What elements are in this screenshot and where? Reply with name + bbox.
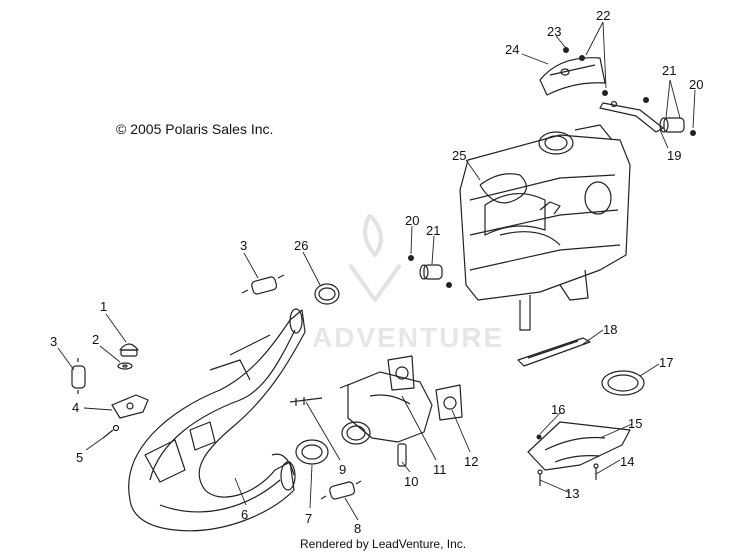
- callout-10: 10: [404, 474, 418, 489]
- callout-18: 18: [603, 322, 617, 337]
- callout-15: 15: [628, 416, 642, 431]
- callout-11: 11: [433, 462, 447, 477]
- copyright-text: © 2005 Polaris Sales Inc.: [116, 121, 274, 137]
- fasteners: [408, 47, 696, 440]
- spring-left: [71, 358, 86, 394]
- plate: [517, 337, 591, 367]
- callout-6: 6: [241, 507, 248, 522]
- muffler: [459, 124, 631, 331]
- leader-lines: [57, 21, 696, 521]
- sensor-rod: [289, 397, 323, 406]
- watermark-logo: [348, 213, 402, 302]
- gasket-7: [295, 439, 329, 465]
- head-pipe: [128, 308, 306, 532]
- callout-9: 9: [339, 462, 346, 477]
- watermark-text: ADVENTURE: [312, 322, 505, 353]
- callout-17: 17: [659, 355, 673, 370]
- gasket-12b: [435, 384, 463, 421]
- callout-8: 8: [354, 521, 361, 536]
- callout-12: 12: [464, 454, 478, 469]
- grommet-left: [419, 264, 443, 280]
- spring-bottom: [320, 480, 362, 500]
- heat-shield: [539, 57, 606, 96]
- callout-20-left: 20: [405, 213, 419, 228]
- gasket-12: [387, 355, 415, 391]
- bracket: [599, 100, 664, 133]
- callout-2: 2: [92, 332, 99, 347]
- grommet-right: [659, 117, 685, 133]
- callout-22: 22: [596, 8, 610, 23]
- bolt: [397, 443, 407, 467]
- callout-labels: 1 2 3 3 4 5 6 7 8 9 10 11 12 13 14 15 16…: [50, 8, 703, 536]
- spring-top: [241, 274, 285, 295]
- callout-25: 25: [452, 148, 466, 163]
- callout-13: 13: [565, 486, 579, 501]
- callout-26: 26: [294, 238, 308, 253]
- callout-19: 19: [667, 148, 681, 163]
- gasket-26: [314, 283, 340, 305]
- callout-3-top: 3: [240, 238, 247, 253]
- callout-5: 5: [76, 450, 83, 465]
- cap: [119, 343, 139, 357]
- washer: [117, 362, 133, 370]
- callout-7: 7: [305, 511, 312, 526]
- callout-14: 14: [620, 454, 634, 469]
- callout-21-right: 21: [662, 63, 676, 78]
- callout-3-left: 3: [50, 334, 57, 349]
- callout-1: 1: [100, 299, 107, 314]
- seal-17: [601, 370, 645, 396]
- callout-24: 24: [505, 42, 519, 57]
- callout-4: 4: [72, 400, 79, 415]
- bolt-small: [102, 424, 120, 439]
- footer-text: Rendered by LeadVenture, Inc.: [300, 537, 467, 551]
- callout-16: 16: [551, 402, 565, 417]
- callout-20-right: 20: [689, 77, 703, 92]
- callout-23: 23: [547, 24, 561, 39]
- exhaust-manifold: [339, 371, 433, 445]
- callout-21-left: 21: [426, 223, 440, 238]
- bracket-left: [111, 394, 149, 419]
